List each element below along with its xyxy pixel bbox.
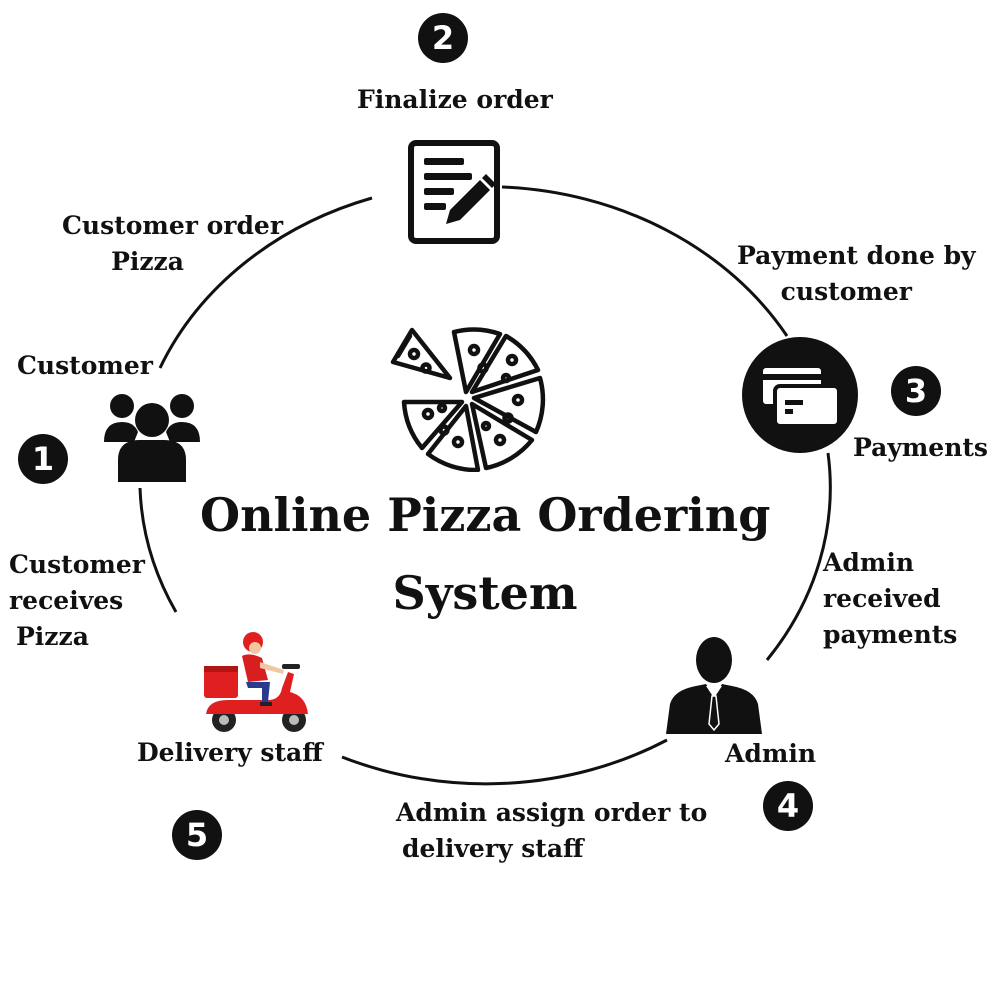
step-number-3: 3: [891, 366, 941, 416]
step-label-delivery-staff: Delivery staff: [137, 738, 323, 767]
customers-icon: [104, 394, 200, 482]
admin-icon: [666, 637, 762, 734]
order-form-icon: [408, 140, 500, 244]
step-label-payments: Payments: [853, 433, 989, 462]
step-number-4: 4: [763, 781, 813, 831]
transition-label-payment: Payment done by customer: [737, 241, 976, 306]
transition-label-assign: Admin assign order to delivery staff: [396, 798, 708, 863]
pizza-icon: [390, 327, 546, 472]
diagram-title-line-2: System: [392, 566, 578, 620]
step-number-1: 1: [18, 434, 68, 484]
step-number-5: 5: [172, 810, 222, 860]
step-number-2: 2: [418, 13, 468, 63]
step-label-finalize-order: Finalize order: [357, 85, 553, 114]
step-label-admin: Admin: [725, 739, 817, 768]
diagram-title-line-1: Online Pizza Ordering: [200, 488, 771, 542]
transition-label-order: Customer order Pizza: [62, 211, 284, 276]
transition-label-customer-receives: Customer receives Pizza: [9, 550, 145, 651]
step-label-customer: Customer: [17, 351, 153, 380]
transition-label-admin-received: Admin received payments: [823, 548, 958, 649]
payment-cards-icon: [742, 337, 858, 453]
delivery-scooter-icon: [204, 632, 308, 732]
